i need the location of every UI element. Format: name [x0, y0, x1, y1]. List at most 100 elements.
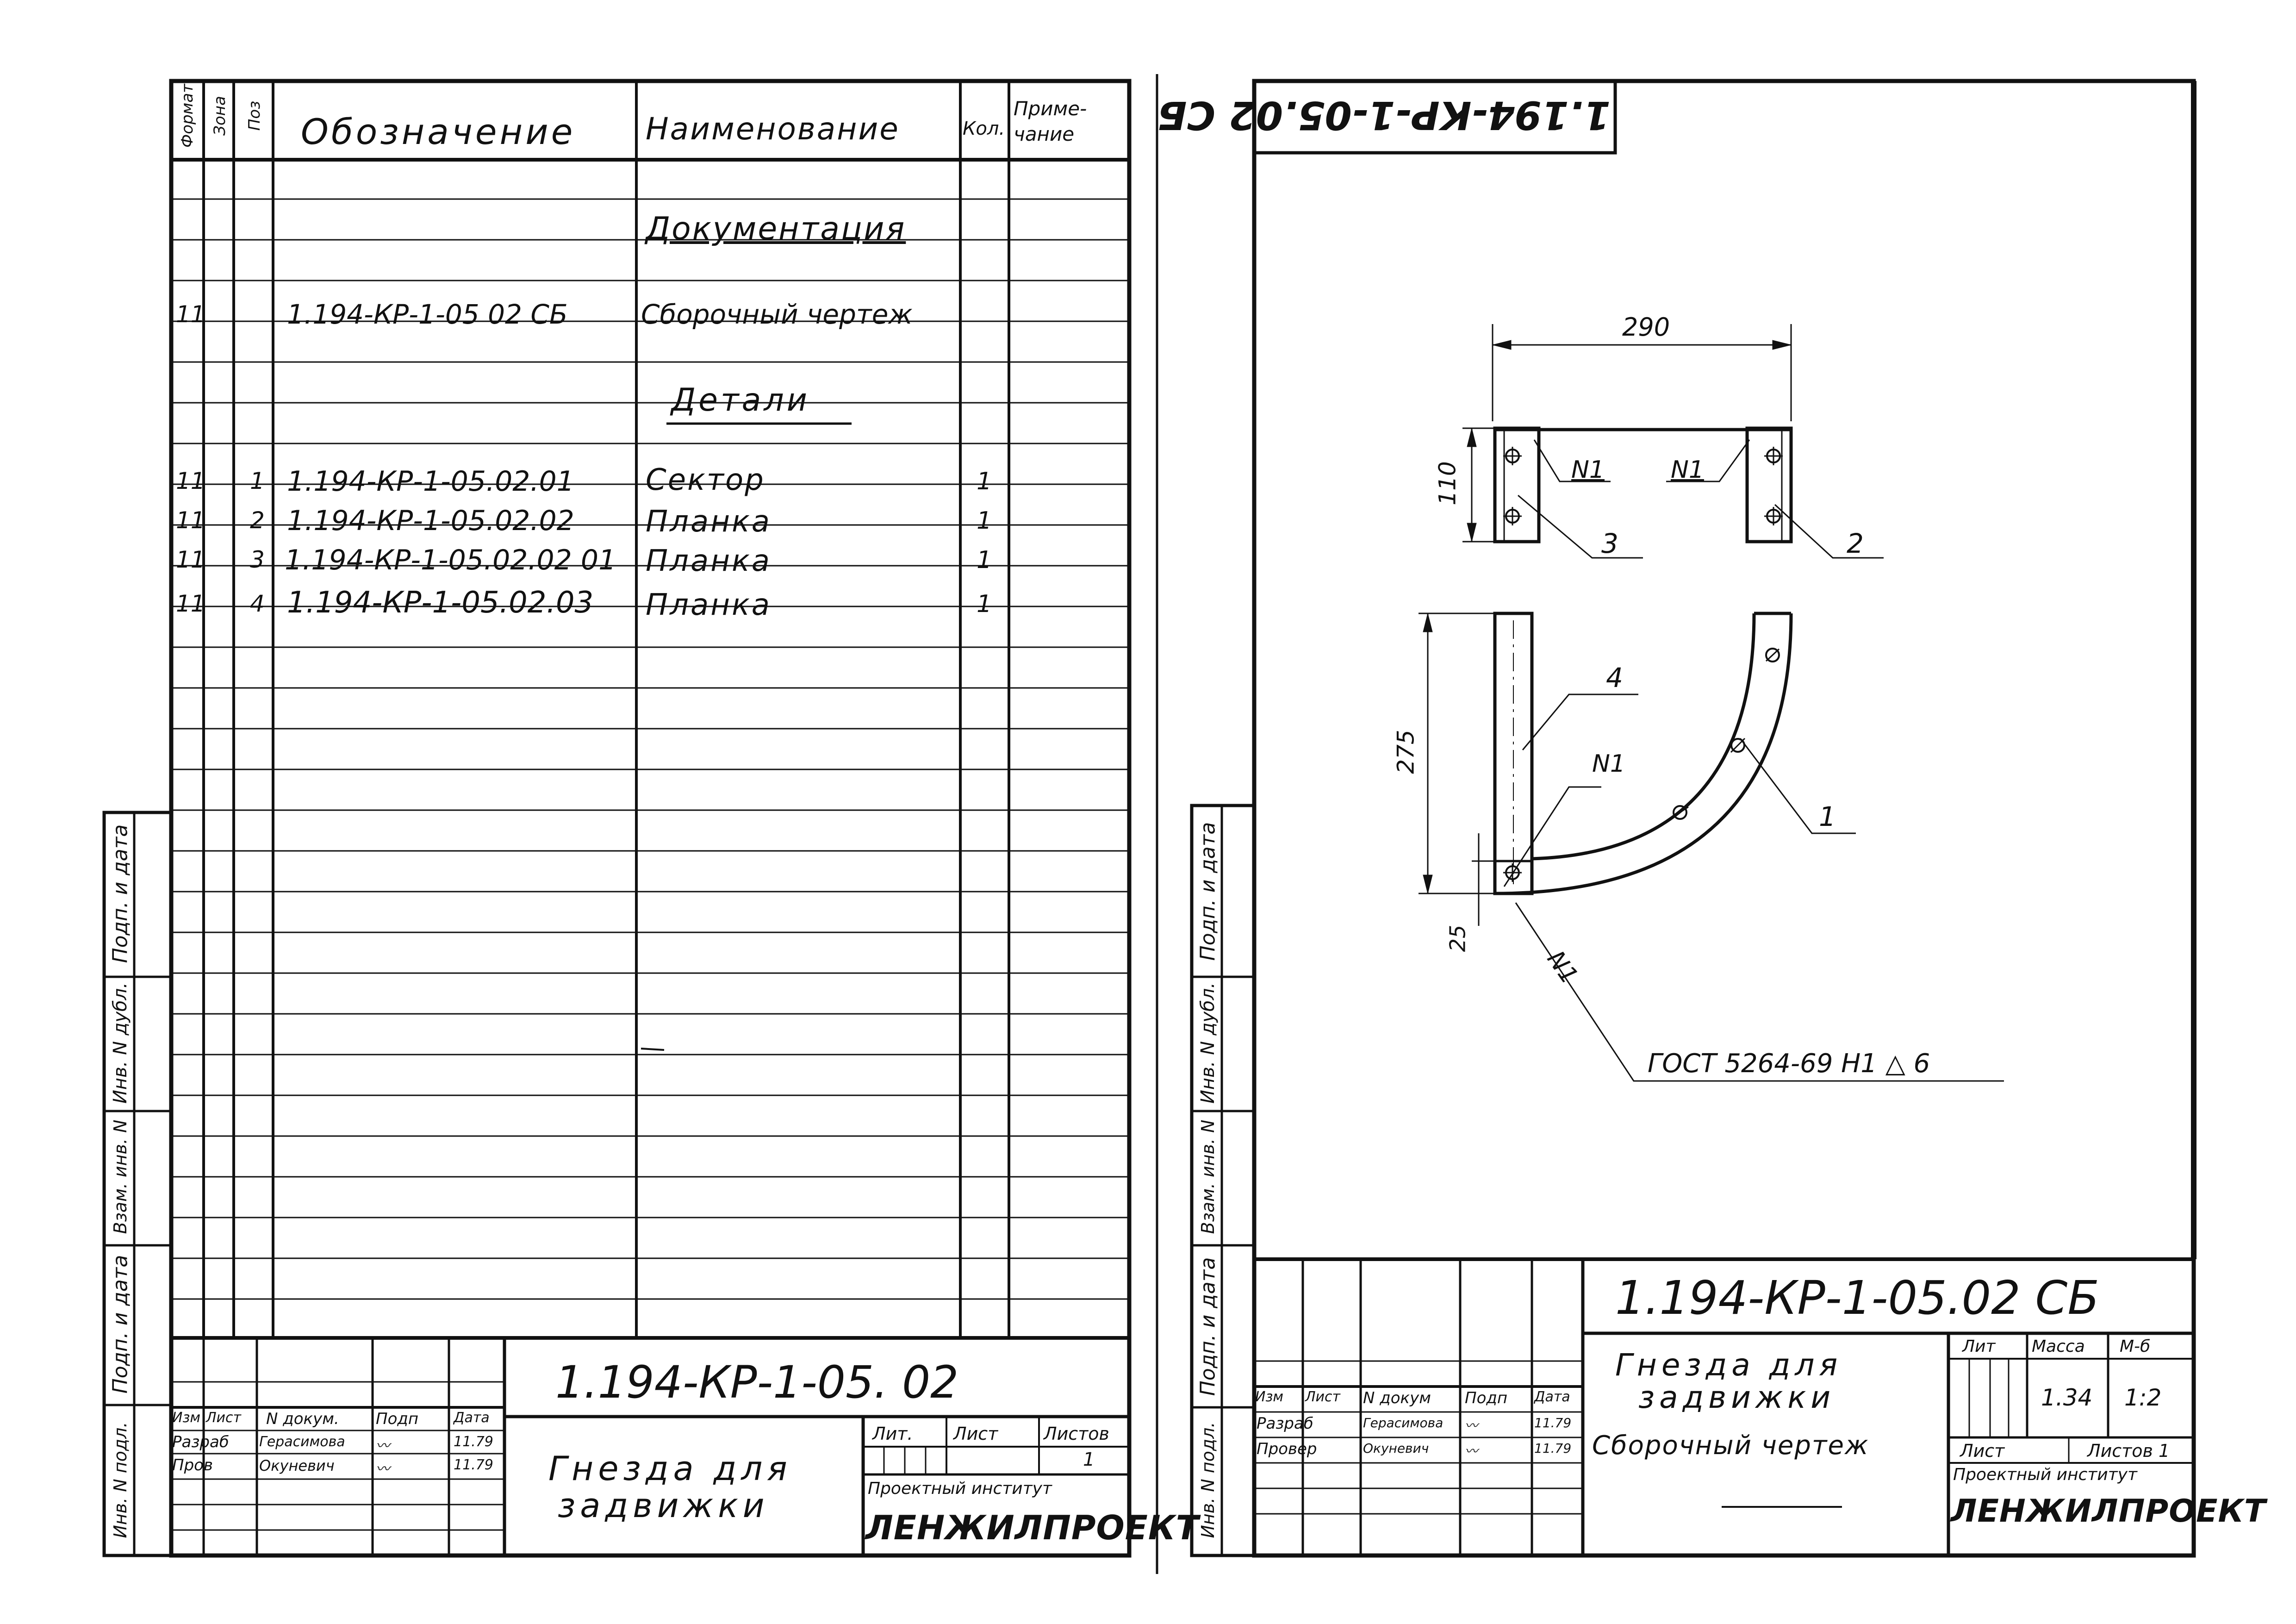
dim-height-main: 275 [1392, 730, 1419, 774]
row-format: 11 [176, 590, 205, 617]
tb-razrab-name: Герасимова [259, 1434, 345, 1450]
weld-triangle-icon: △ [1885, 1049, 1905, 1079]
dim-width: 290 [1622, 312, 1670, 342]
tb-sheets-value: 1 [1083, 1449, 1095, 1470]
row-qty: 1 [977, 507, 992, 535]
dim-height-top: 110 [1434, 461, 1461, 506]
tb-prov-role: Пров [172, 1456, 213, 1474]
side-label: Взам. инв. N [1198, 1119, 1218, 1234]
side-label: Подп. и дата [1196, 822, 1220, 961]
tb-lit: Лит. [872, 1424, 913, 1444]
side-label: Взам. инв. N [110, 1119, 131, 1234]
row-designation: 1.194-КР-1-05.02.03 [287, 586, 594, 620]
tb-data: Дата [1534, 1389, 1570, 1405]
drawing-frame [1190, 79, 2196, 1558]
row-name: Планка [646, 544, 772, 578]
tb-sheets: Листов [1044, 1424, 1109, 1444]
row-format: 11 [176, 468, 205, 494]
tb-razrab-role: Разраб [1257, 1414, 1313, 1433]
row-qty: 1 [977, 468, 992, 495]
stamp-code-rotated: 1.194-КР-1-05.02 СБ [1157, 93, 1611, 138]
tb-razrab-date: 11.79 [1534, 1415, 1572, 1430]
tb-title-1: Гнезда для [1615, 1347, 1842, 1383]
row-qty: 1 [977, 590, 992, 618]
header-qty: Кол. [963, 118, 1005, 139]
tb-mass: Масса [2032, 1337, 2085, 1356]
row-qty: 1 [977, 546, 992, 574]
tb-mass-value: 1.34 [2041, 1384, 2093, 1411]
side-view [1419, 612, 2004, 1082]
tb-scale-label: М-б [2120, 1337, 2151, 1356]
tb-prov-name: Окуневич [1363, 1441, 1429, 1456]
tb-title-1: Гнезда для [548, 1449, 792, 1488]
row-name: Планка [646, 588, 772, 622]
row-pos: 2 [250, 507, 265, 534]
tb-org-1: Проектный институт [868, 1479, 1052, 1498]
side-label: Подп. и дата [108, 1255, 132, 1394]
callout-weld: N1 [1592, 750, 1625, 778]
tb-razrab-sign: 〰 [376, 1438, 390, 1454]
callout-pos3: 3 [1601, 528, 1618, 559]
tb-razrab-sign: 〰 [1465, 1418, 1478, 1433]
gost-note-text: ГОСТ 5264-69 Н1 [1648, 1049, 1877, 1079]
row-name: Планка [646, 505, 772, 539]
tb-prov-sign: 〰 [376, 1461, 390, 1477]
tb-razrab-name: Герасимова [1363, 1415, 1444, 1430]
tb-prov-date: 11.79 [454, 1457, 493, 1473]
tb-scale-value: 1:2 [2124, 1384, 2162, 1411]
tb-izm: Изм [1255, 1389, 1284, 1405]
title-block-code: 1.194-КР-1-05. 02 [555, 1356, 959, 1408]
header-note-2: чание [1014, 123, 1075, 145]
row-pos: 3 [250, 546, 265, 573]
callout-weld: N1 [1671, 456, 1704, 484]
tb-razrab-role: Разраб [172, 1433, 229, 1451]
callout-weld: N1 [1571, 456, 1605, 484]
header-designation: Обозначение [301, 111, 576, 152]
top-view [1462, 324, 1884, 559]
row-designation: 1.194-КР-1-05.02.02 01 [285, 544, 616, 576]
tb-list: Лист [1305, 1389, 1341, 1405]
side-label: Подп. и дата [108, 824, 132, 963]
side-label: Инв. N подл. [110, 1422, 131, 1538]
tb-ndoc: N докум. [266, 1410, 339, 1428]
tb-title-2: задвижки [1638, 1380, 1836, 1415]
tb-doc-type: Сборочный чертеж [1592, 1430, 1869, 1461]
tb-sheets: Листов 1 [2087, 1441, 2170, 1461]
row-designation: 1.194-КР-1-05.02.01 [287, 465, 574, 498]
side-label: Инв. N дубл. [1197, 982, 1219, 1104]
row-designation: 1.194-КР-1-05.02.02 [287, 505, 574, 537]
side-label: Инв. N дубл. [110, 982, 131, 1104]
side-label: Подп. и дата [1196, 1257, 1220, 1396]
tb-podp: Подп [1465, 1389, 1508, 1407]
tb-ndoc: N докум [1363, 1389, 1431, 1407]
tb-sheet: Лист [1960, 1441, 2005, 1461]
row-format: 11 [176, 301, 205, 328]
gost-note: ГОСТ 5264-69 Н1 △ 6 [1648, 1049, 1930, 1079]
header-format: Формат [178, 84, 197, 148]
header-name: Наименование [646, 111, 900, 147]
row-name: Сборочный чертеж [641, 299, 913, 330]
callout-pos2: 2 [1847, 528, 1864, 559]
spec-table-grid [102, 79, 1132, 1558]
tb-izm: Изм [172, 1410, 201, 1426]
tb-org-1: Проектный институт [1953, 1465, 2137, 1484]
tb-data: Дата [454, 1410, 490, 1426]
row-format: 11 [176, 507, 205, 534]
title-block-code: 1.194-КР-1-05.02 СБ [1615, 1271, 2099, 1325]
row-pos: 4 [250, 590, 265, 617]
row-name: Сектор [646, 463, 765, 497]
tb-prov-name: Окуневич [259, 1457, 335, 1474]
dim-offset: 25 [1445, 924, 1470, 952]
tb-razrab-date: 11.79 [454, 1434, 493, 1450]
tb-list: Лист [206, 1410, 242, 1426]
row-designation: 1.194-КР-1-05 02 СБ [287, 299, 568, 330]
callout-pos1: 1 [1819, 801, 1836, 832]
section-parts: Детали [671, 382, 810, 418]
tb-org-2: ЛЕНЖИЛПРОЕКТ [1951, 1493, 2266, 1530]
tb-prov-date: 11.79 [1534, 1441, 1572, 1456]
header-pos: Поз [245, 100, 264, 131]
tb-prov-role: Провер [1257, 1440, 1317, 1458]
tb-sheet: Лист [953, 1424, 998, 1444]
tb-podp: Подп [376, 1410, 419, 1428]
